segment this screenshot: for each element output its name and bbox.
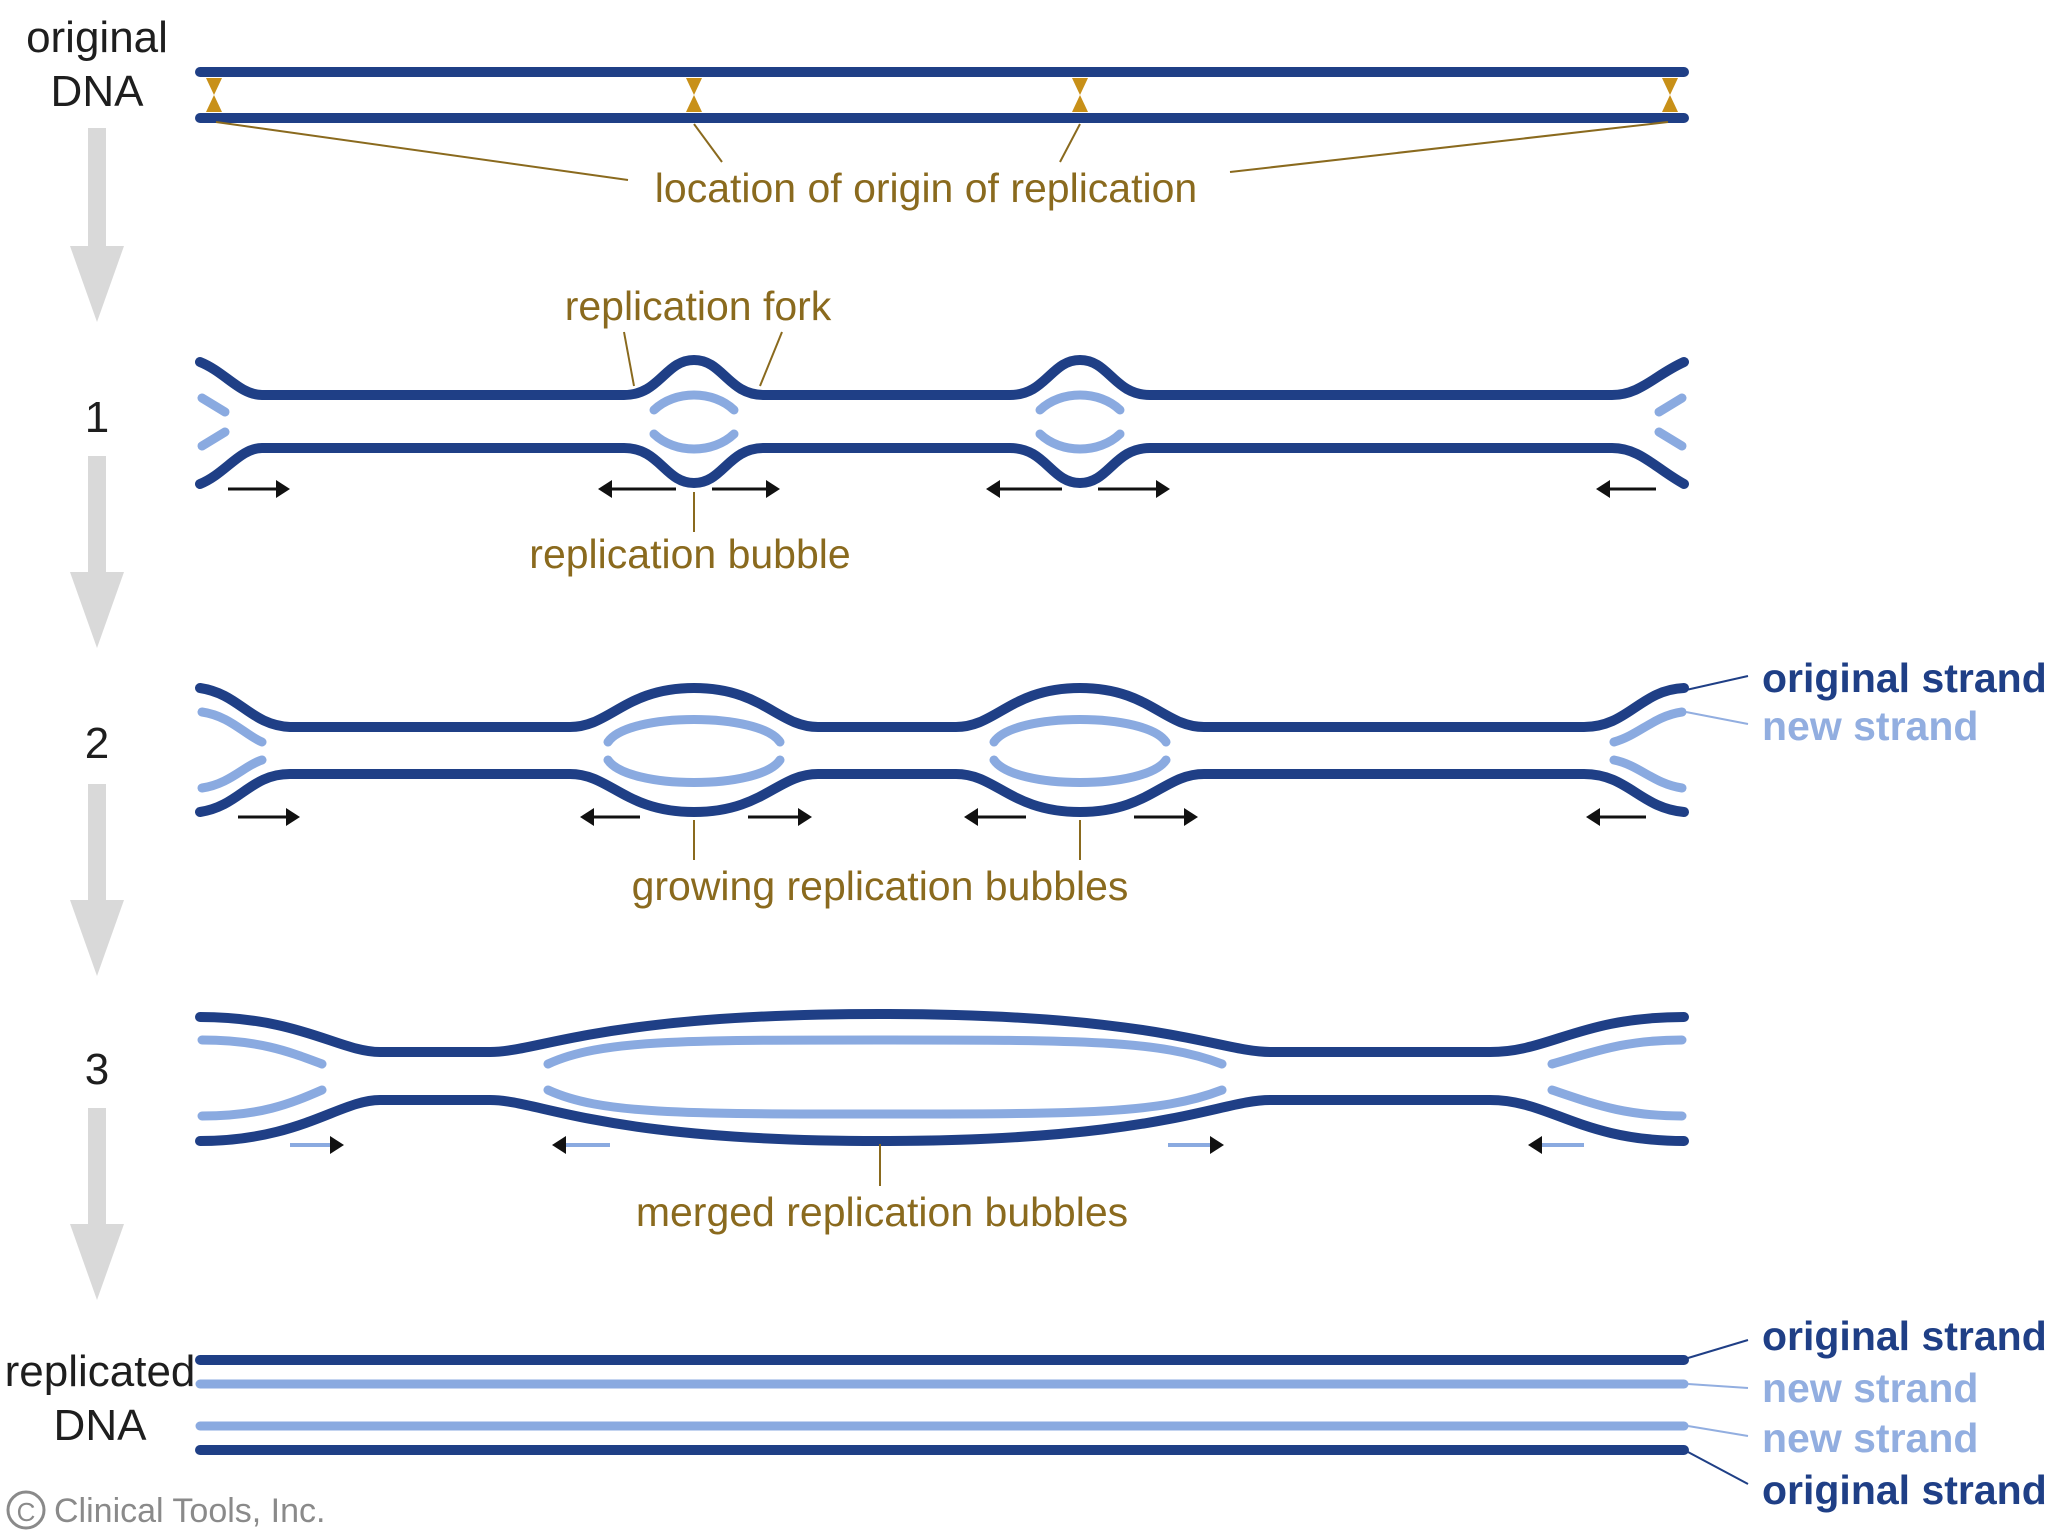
step3-new-strand-5 <box>1547 1035 1687 1069</box>
growing-annotation: growing replication bubbles <box>632 863 1129 909</box>
step2-bottom-original-strand <box>195 769 1689 818</box>
step2-new-strand-5 <box>197 707 267 747</box>
replicated-dna: original strand new strand new strand or… <box>195 1313 2047 1513</box>
origin-marker-2 <box>686 78 702 112</box>
step1-bottom-original-strand <box>195 443 1689 489</box>
replicated-dna-label-line2: DNA <box>54 1401 148 1450</box>
copyright-icon <box>6 1490 46 1530</box>
step-3-dna: merged replication bubbles <box>195 1008 1689 1235</box>
replicated-strand-key: original strand new strand new strand or… <box>1687 1313 2047 1513</box>
step3-new-strand-2 <box>543 1085 1227 1119</box>
step1-new-strand-5 <box>197 393 230 417</box>
step2-new-strand-7 <box>1609 707 1687 747</box>
step3-top-original-strand <box>195 1008 1689 1057</box>
flow-arrow-1 <box>70 456 124 648</box>
original-dna-label-line2: DNA <box>51 67 145 116</box>
origin-marker-4 <box>1662 78 1678 112</box>
step3-new-strand-3 <box>197 1035 327 1069</box>
step1-new-strand-1 <box>649 390 739 415</box>
flow-arrow-3 <box>70 1108 124 1300</box>
flow-arrow-0 <box>70 128 124 322</box>
step-2-dna: growing replication bubbles original str… <box>195 655 2047 909</box>
step1-top-original-strand <box>195 354 1689 400</box>
copyright-symbol: C <box>17 1497 36 1527</box>
step2-new-strand-label: new strand <box>1762 703 1978 749</box>
copyright-text: Clinical Tools, Inc. <box>54 1492 326 1530</box>
step3-new-strand-1 <box>543 1035 1227 1069</box>
bubble-annotation: replication bubble <box>529 531 850 577</box>
step3-bottom-original-strand <box>195 1095 1689 1147</box>
origin-leader-lines <box>215 121 1669 181</box>
step2-new-strand-3 <box>989 715 1171 747</box>
step1-direction-arrows <box>228 480 1656 498</box>
flow-arrow-2 <box>70 784 124 976</box>
origin-marker-1 <box>206 78 222 112</box>
replicated-dna-label-line1: replicated <box>5 1347 196 1396</box>
step1-new-strand-4 <box>1035 429 1125 454</box>
fork-leader-lines <box>623 331 783 387</box>
replicated-new-strand-label-2: new strand <box>1762 1415 1978 1461</box>
replicated-new-strand-label-1: new strand <box>1762 1365 1978 1411</box>
origin-annotation: location of origin of replication <box>655 165 1197 211</box>
origin-marker-3 <box>1072 78 1088 112</box>
replicated-original-strand-label-2: original strand <box>1762 1467 2047 1513</box>
step2-top-original-strand <box>195 682 1689 732</box>
flow-arrows <box>70 128 124 1300</box>
growing-leader-lines <box>693 820 1081 860</box>
step2-strand-key: original strand new strand <box>1685 655 2047 749</box>
copyright: C Clinical Tools, Inc. <box>6 1490 326 1530</box>
step2-original-strand-label: original strand <box>1762 655 2047 701</box>
replicated-original-strand-label-1: original strand <box>1762 1313 2047 1359</box>
step3-new-strand-6 <box>1547 1085 1687 1121</box>
step-1-dna: replication fork replication bubble <box>195 283 1689 577</box>
step1-new-strand-6 <box>197 427 230 451</box>
step2-new-strand-6 <box>197 755 267 793</box>
original-dna-label-line1: original <box>26 13 168 62</box>
merged-annotation: merged replication bubbles <box>636 1189 1128 1235</box>
step3-new-strand-4 <box>197 1085 327 1121</box>
step2-new-strand-8 <box>1609 755 1687 793</box>
step1-new-strand-7 <box>1654 393 1687 417</box>
original-dna: location of origin of replication <box>195 67 1689 211</box>
step1-new-strand-2 <box>649 429 739 454</box>
step-3-label: 3 <box>85 1045 109 1094</box>
step2-new-strand-1 <box>603 715 785 747</box>
step-1-label: 1 <box>85 393 109 442</box>
step1-new-strand-8 <box>1654 427 1687 451</box>
step1-new-strand-3 <box>1035 390 1125 415</box>
step2-new-strand-4 <box>989 755 1171 787</box>
step2-new-strand-2 <box>603 755 785 787</box>
step-2-label: 2 <box>85 719 109 768</box>
fork-annotation: replication fork <box>565 283 832 329</box>
step3-direction-arrows <box>290 1136 1584 1154</box>
step2-direction-arrows <box>238 808 1646 826</box>
